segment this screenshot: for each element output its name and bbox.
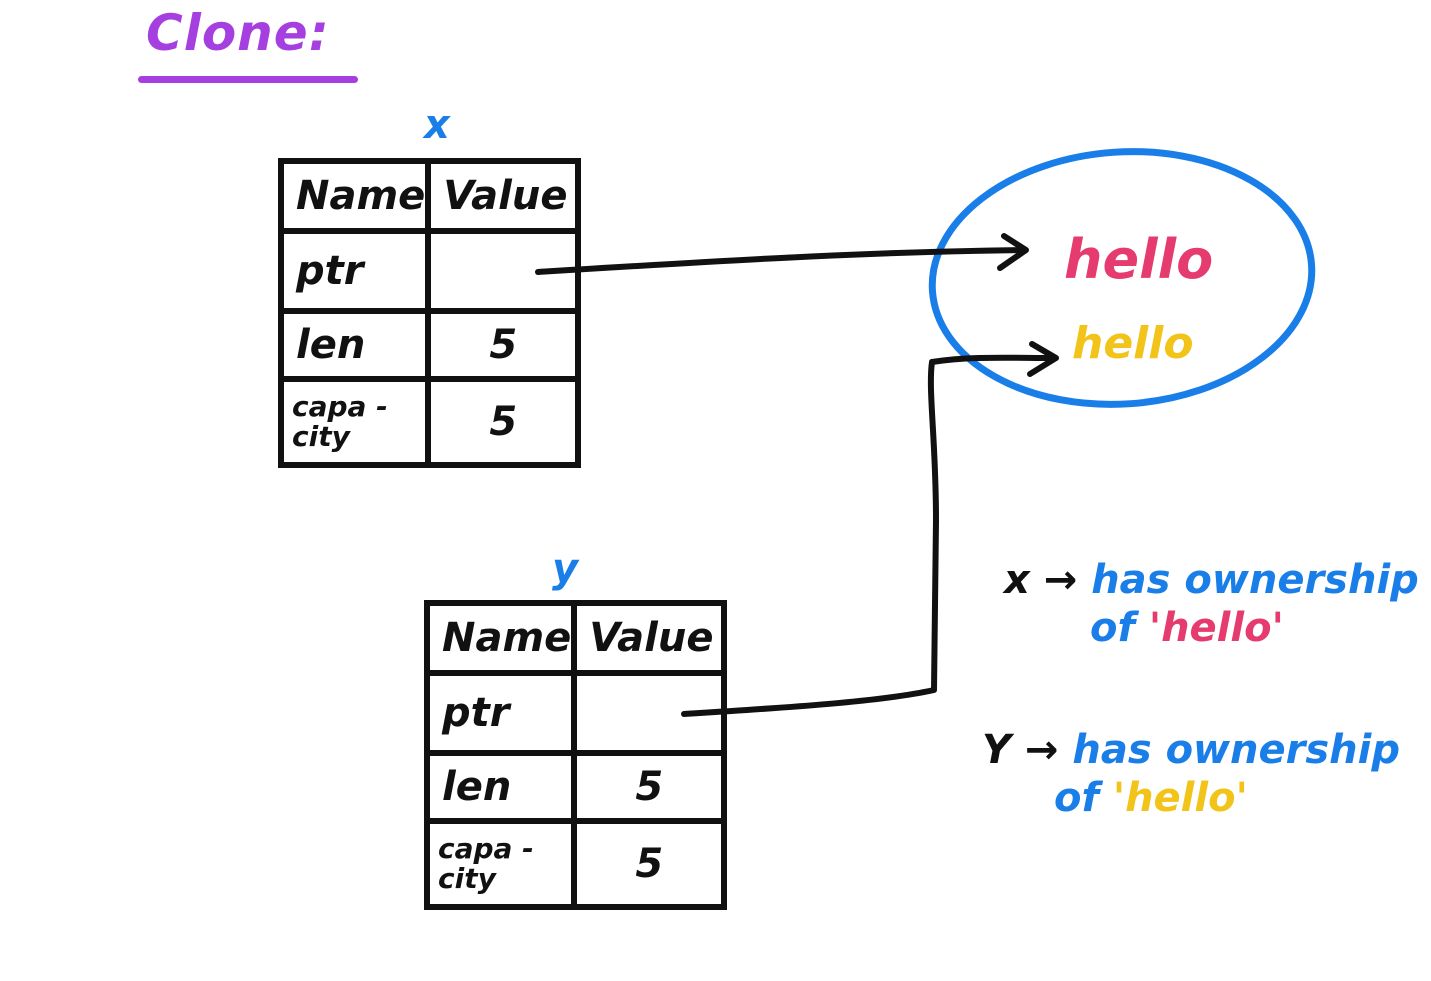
title-underline: [138, 76, 358, 83]
row-name-capacity: capa -city: [423, 818, 578, 910]
note-of: of: [1054, 775, 1099, 821]
heap-string-original: hello: [1064, 228, 1214, 291]
variable-x-label: x: [424, 102, 450, 148]
table-row: capa -city 5: [277, 376, 582, 468]
header-value: Value: [571, 600, 728, 676]
arrow-y-head: [1027, 341, 1059, 377]
table-row: len 5: [423, 750, 728, 824]
heap-string-clone: hello: [1072, 318, 1194, 369]
note-quoted: 'hello': [1148, 605, 1284, 651]
row-name-len: len: [277, 308, 432, 382]
row-name-ptr: ptr: [423, 670, 578, 756]
note-of: of: [1090, 605, 1135, 651]
header-value: Value: [425, 158, 582, 234]
heap-region: [928, 148, 1316, 408]
table-row: capa -city 5: [423, 818, 728, 910]
arrow-x-head: [997, 233, 1029, 271]
row-name-ptr: ptr: [277, 228, 432, 314]
ownership-note-y: Y → has ownership of 'hello': [982, 726, 1400, 822]
row-value-capacity: 5: [571, 818, 728, 910]
table-header-row: Name Value: [423, 600, 728, 676]
arrow-x-ptr: [535, 247, 1025, 275]
variable-y-label: y: [552, 546, 579, 592]
row-name-capacity: capa -city: [277, 376, 432, 468]
row-value-len: 5: [571, 750, 728, 824]
note-text: has ownership: [1091, 557, 1419, 603]
arrow-right-icon: →: [1043, 557, 1078, 603]
header-name: Name: [277, 158, 432, 234]
row-value-capacity: 5: [425, 376, 582, 468]
table-row: len 5: [277, 308, 582, 382]
note-owner: x: [1004, 557, 1030, 603]
stack-frame-x: Name Value ptr len 5 capa -city 5: [277, 158, 582, 468]
note-owner: Y: [982, 727, 1011, 773]
row-name-len: len: [423, 750, 578, 824]
arrow-y-ptr: [681, 354, 1057, 717]
diagram-title: Clone:: [146, 4, 330, 62]
table-header-row: Name Value: [277, 158, 582, 234]
stack-frame-y: Name Value ptr len 5 capa -city 5: [423, 600, 728, 910]
note-text: has ownership: [1072, 727, 1400, 773]
ownership-note-x: x → has ownership of 'hello': [1004, 556, 1419, 652]
header-name: Name: [423, 600, 578, 676]
row-value-len: 5: [425, 308, 582, 382]
arrow-right-icon: →: [1024, 727, 1059, 773]
note-quoted: 'hello': [1112, 775, 1248, 821]
table-row: ptr: [423, 670, 728, 756]
